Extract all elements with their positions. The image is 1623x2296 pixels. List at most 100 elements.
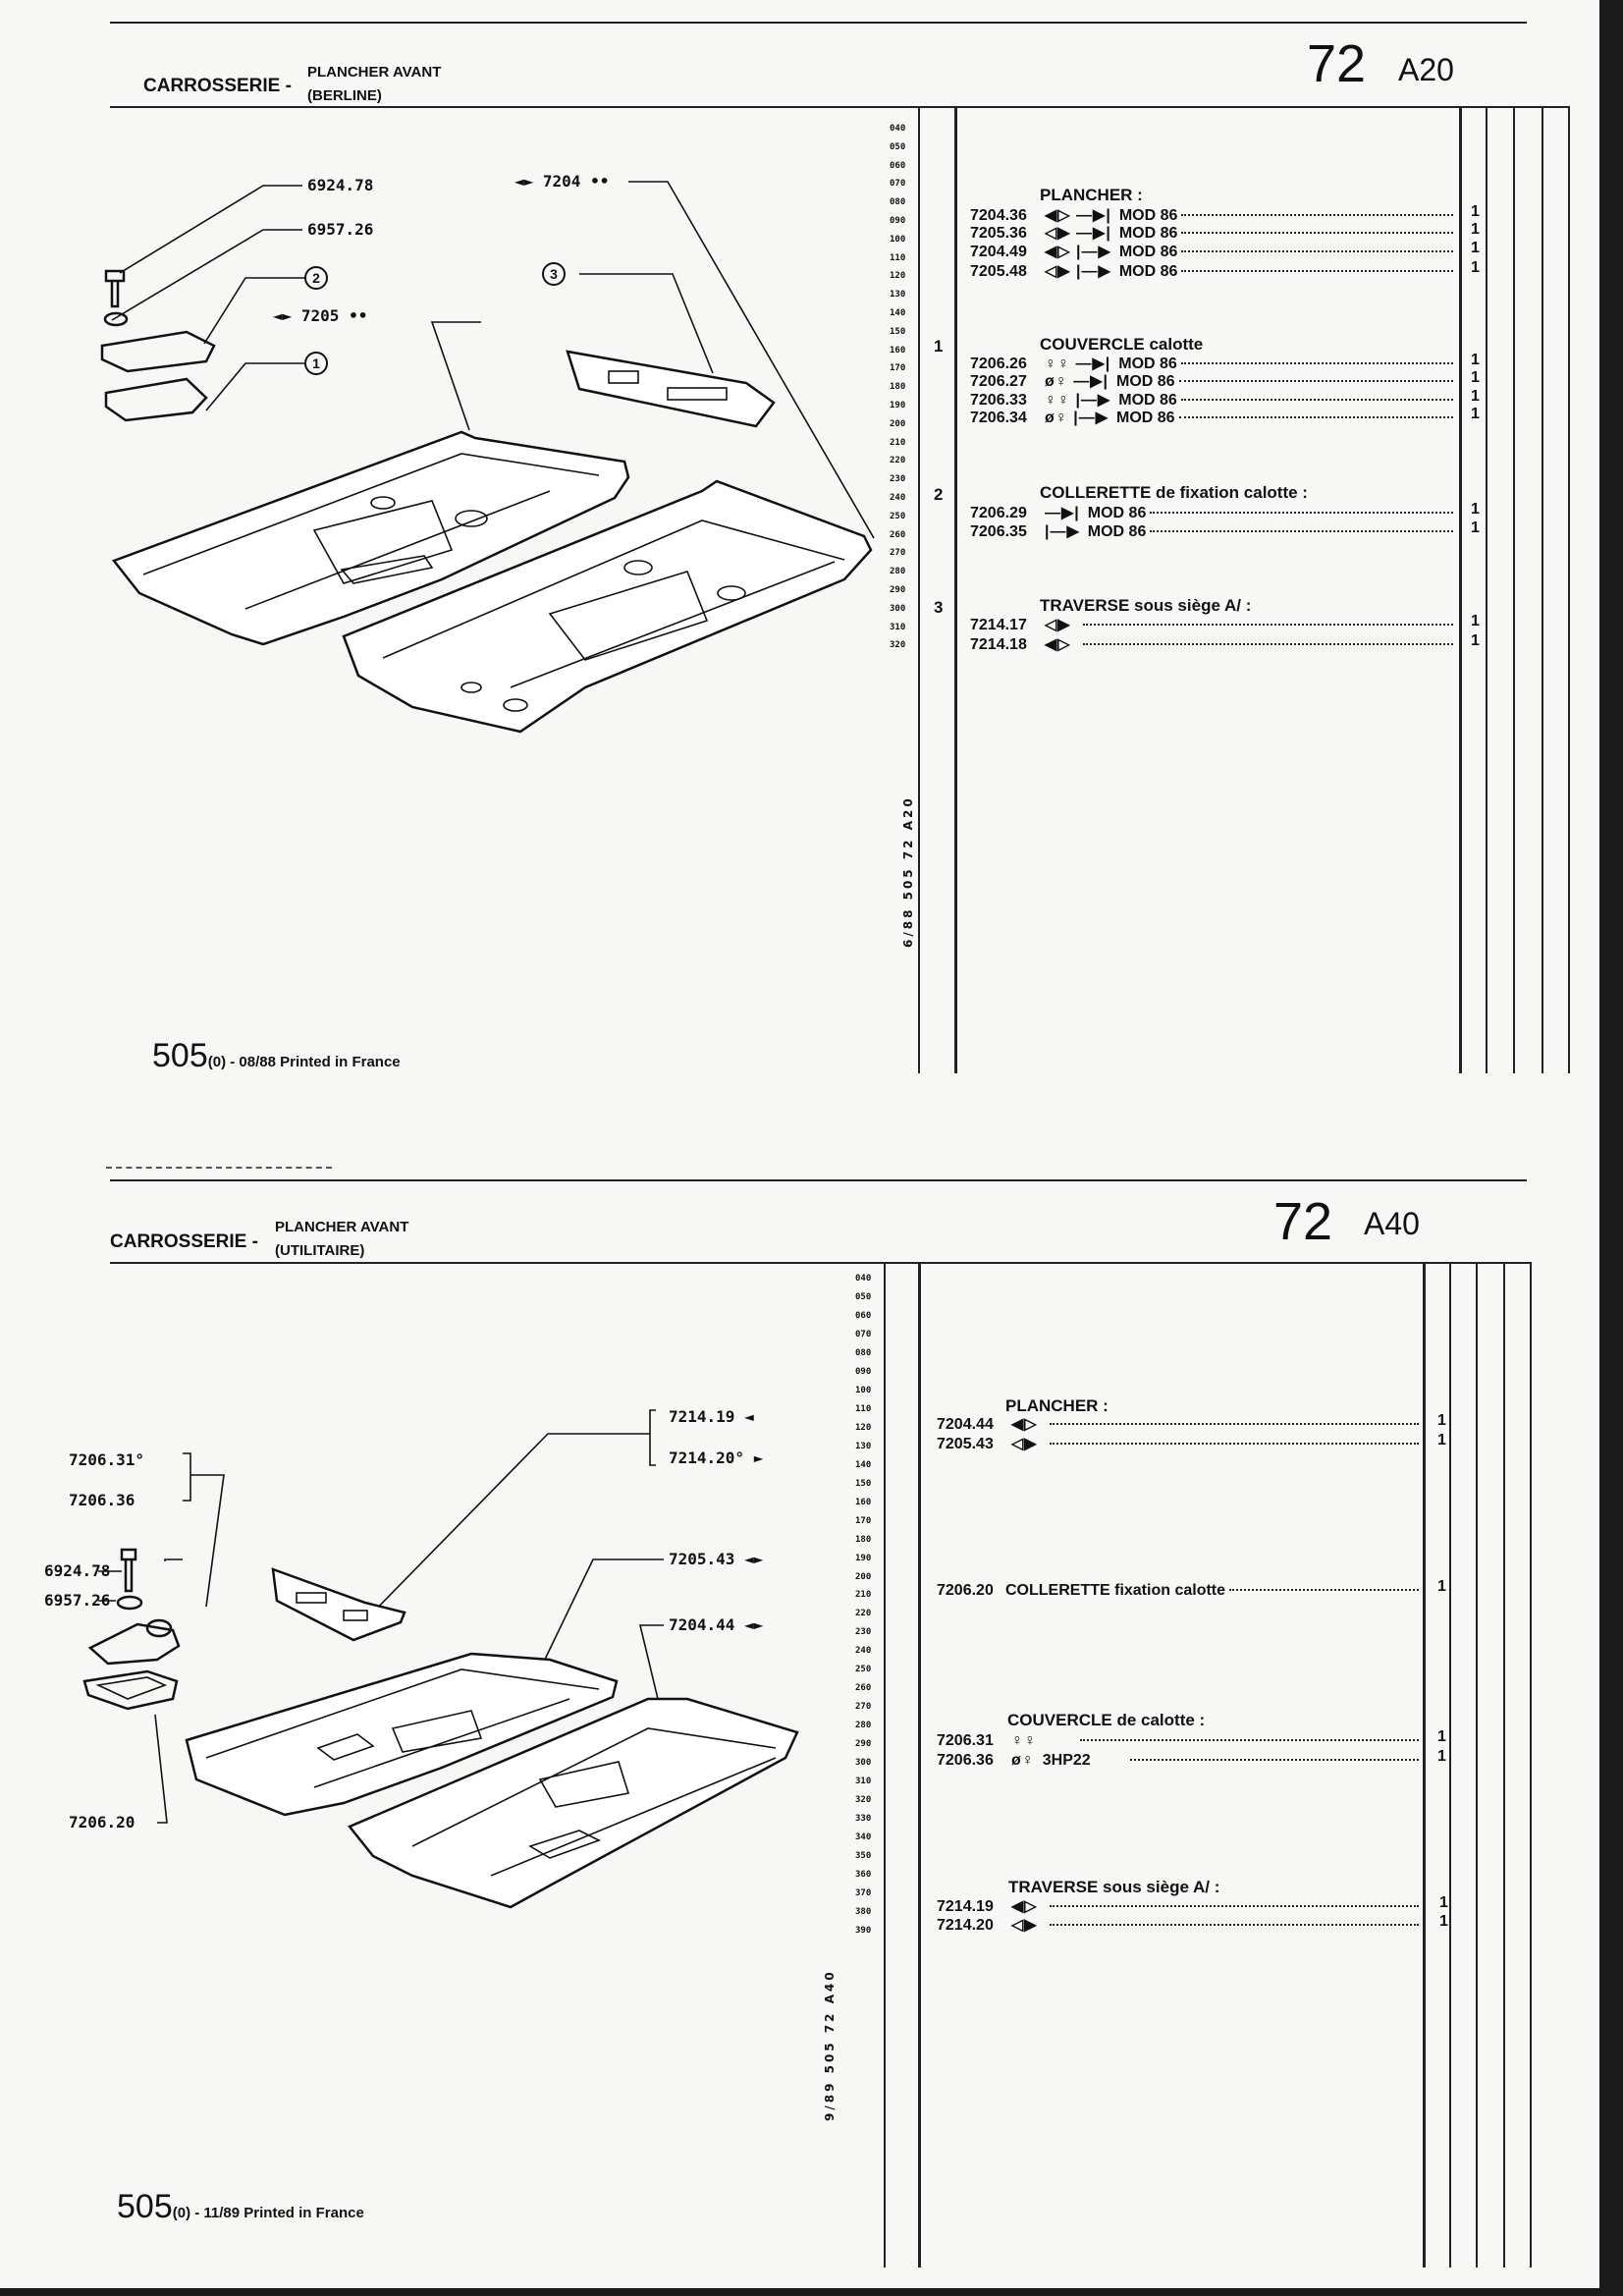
part-qty: 1 bbox=[1471, 519, 1480, 536]
part-qty: 1 bbox=[1437, 1412, 1446, 1429]
part-row[interactable]: 7205.36◁▶ —▶|MOD 86 bbox=[970, 224, 1453, 243]
dot-leader bbox=[1180, 399, 1453, 401]
section-title: TRAVERSE sous siège A/ : bbox=[1008, 1878, 1220, 1896]
line-number: 360 bbox=[855, 1870, 872, 1881]
part-row[interactable]: 7204.44 ◀▷ bbox=[937, 1415, 1419, 1434]
part-row[interactable]: 7204.49◀▷ |—▶MOD 86 bbox=[970, 243, 1453, 261]
line-number: 080 bbox=[855, 1347, 872, 1358]
part-row[interactable]: 7214.17◁▶ bbox=[970, 616, 1453, 634]
part-desc: MOD 86 bbox=[1087, 523, 1147, 540]
part-number: 7214.19 bbox=[937, 1898, 994, 1915]
page-footer: 505(0) - 08/88 Printed in France bbox=[152, 1037, 401, 1075]
line-number: 220 bbox=[855, 1609, 872, 1619]
callout-traverse-b: 7214.20° ► bbox=[669, 1449, 764, 1467]
dot-leader bbox=[1178, 416, 1453, 418]
part-desc: MOD 86 bbox=[1118, 263, 1178, 280]
part-desc: COLLERETTE fixation calotte bbox=[1005, 1582, 1226, 1599]
line-number: 330 bbox=[855, 1814, 872, 1825]
line-number: 200 bbox=[855, 1571, 872, 1582]
column-divider bbox=[1568, 106, 1570, 1073]
callout-floor-right: 7204.44 ◄► bbox=[669, 1615, 764, 1634]
page-code: A40 bbox=[1364, 1206, 1420, 1241]
variant-symbol-icon: ♀♀ bbox=[1011, 1732, 1037, 1749]
part-number: 7204.44 bbox=[937, 1416, 994, 1433]
part-row[interactable]: 7206.26♀♀ —▶|MOD 86 bbox=[970, 355, 1453, 373]
line-number: 150 bbox=[890, 326, 906, 337]
part-row[interactable]: 7204.36◀▷ —▶|MOD 86 bbox=[970, 206, 1453, 225]
page-category: CARROSSERIE - bbox=[143, 76, 292, 96]
part-desc: MOD 86 bbox=[1118, 392, 1177, 409]
variant-symbol-icon: —▶| bbox=[1045, 505, 1080, 521]
column-divider bbox=[1449, 1262, 1451, 2268]
variant-symbol-icon: ø♀ —▶| bbox=[1045, 373, 1109, 390]
part-desc: MOD 86 bbox=[1118, 207, 1178, 224]
callout-ref-2: 2 bbox=[304, 266, 328, 290]
dot-leader bbox=[1181, 250, 1453, 252]
dot-leader bbox=[1049, 1905, 1419, 1907]
page-subtitle: (BERLINE) bbox=[307, 87, 382, 104]
part-row[interactable]: 7214.20◁▶ bbox=[937, 1916, 1419, 1935]
exploded-diagram-berline bbox=[100, 181, 875, 734]
part-qty: 1 bbox=[1439, 1913, 1448, 1930]
part-qty: 1 bbox=[1439, 1894, 1448, 1911]
column-divider bbox=[918, 1262, 921, 2268]
part-qty: 1 bbox=[1471, 221, 1480, 238]
line-number: 110 bbox=[855, 1403, 872, 1414]
variant-symbol-icon: ◀▷ bbox=[1011, 1416, 1038, 1433]
part-number: 7206.35 bbox=[970, 523, 1027, 540]
section-title: PLANCHER : bbox=[1040, 186, 1143, 204]
line-number: 210 bbox=[890, 437, 906, 448]
part-qty: 1 bbox=[1471, 203, 1480, 220]
dot-leader bbox=[1082, 624, 1453, 626]
line-number: 190 bbox=[855, 1553, 872, 1563]
page-category: CARROSSERIE - bbox=[110, 1231, 258, 1252]
line-number: 100 bbox=[890, 234, 906, 245]
part-qty: 1 bbox=[1437, 1432, 1446, 1449]
part-desc: MOD 86 bbox=[1116, 373, 1175, 390]
part-row[interactable]: 7206.31 ♀♀ bbox=[937, 1731, 1419, 1750]
item-ref-number: 3 bbox=[934, 598, 944, 617]
variant-symbol-icon: ◀▷ bbox=[1011, 1898, 1038, 1915]
group-number: 72 bbox=[1273, 1192, 1333, 1251]
part-row[interactable]: 7206.33♀♀ |—▶MOD 86 bbox=[970, 391, 1453, 410]
part-row[interactable]: 7205.48◁▶ |—▶MOD 86 bbox=[970, 262, 1453, 281]
line-number: 080 bbox=[890, 197, 906, 208]
part-qty: 1 bbox=[1471, 388, 1480, 405]
line-number: 300 bbox=[890, 603, 906, 614]
line-number: 180 bbox=[890, 382, 906, 393]
line-number: 260 bbox=[890, 529, 906, 540]
part-row[interactable]: 7214.19 ◀▷ bbox=[937, 1897, 1419, 1916]
line-number: 070 bbox=[890, 179, 906, 190]
column-divider bbox=[1503, 1262, 1505, 2268]
line-number: 320 bbox=[890, 640, 906, 651]
page-title: PLANCHER AVANT bbox=[307, 64, 442, 81]
part-row[interactable]: 7206.35|—▶MOD 86 bbox=[970, 522, 1453, 541]
line-number: 130 bbox=[855, 1441, 872, 1451]
part-number: 7206.31 bbox=[937, 1732, 994, 1749]
line-number: 100 bbox=[855, 1385, 872, 1395]
dot-leader bbox=[1229, 1589, 1419, 1591]
line-number: 230 bbox=[890, 474, 906, 485]
part-row[interactable]: 7205.43◁▶ bbox=[937, 1435, 1419, 1453]
line-number: 050 bbox=[890, 141, 906, 152]
part-row[interactable]: 7214.18◀▷ bbox=[970, 635, 1453, 654]
dot-leader bbox=[1150, 512, 1453, 514]
part-qty: 1 bbox=[1471, 240, 1480, 256]
column-divider bbox=[954, 106, 957, 1073]
column-divider bbox=[918, 106, 920, 1073]
part-desc: MOD 86 bbox=[1118, 225, 1178, 242]
part-row[interactable]: 7206.29—▶|MOD 86 bbox=[970, 504, 1453, 522]
line-number: 350 bbox=[855, 1851, 872, 1862]
callout-collar: 7206.20 bbox=[69, 1813, 135, 1831]
variant-symbol-icon: ø♀ |—▶ bbox=[1045, 410, 1109, 426]
scan-edge-bottom bbox=[0, 2288, 1623, 2296]
variant-symbol-icon: ◁▶ bbox=[1011, 1917, 1038, 1934]
part-desc: MOD 86 bbox=[1118, 244, 1178, 260]
part-desc: MOD 86 bbox=[1087, 505, 1147, 521]
line-number: 240 bbox=[890, 493, 906, 503]
line-number: 310 bbox=[855, 1777, 872, 1787]
